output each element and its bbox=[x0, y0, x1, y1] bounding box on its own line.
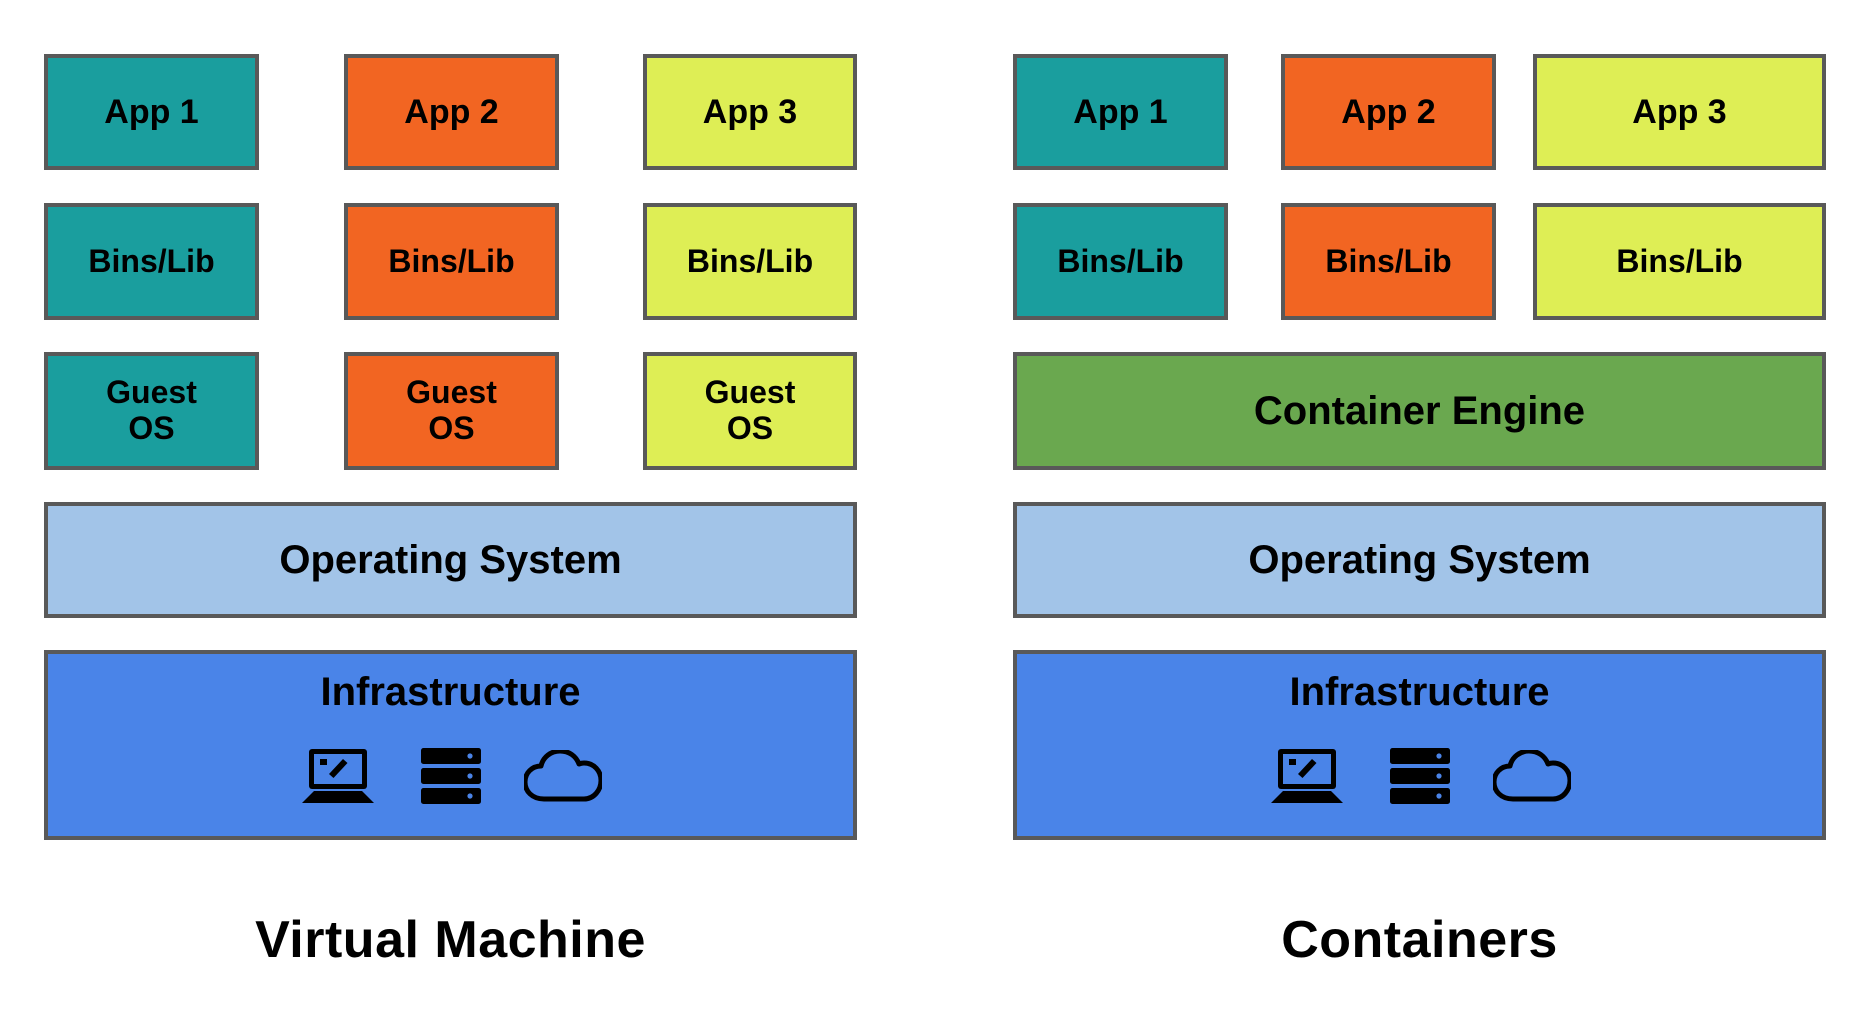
vm-operating-system-box: Operating System bbox=[44, 502, 857, 618]
ct-bins-lib-3-box: Bins/Lib bbox=[1533, 203, 1826, 320]
panel-containers: App 1 App 2 App 3 Bins/Lib Bins/Lib Bins… bbox=[1013, 0, 1826, 1009]
vm-app-3-box: App 3 bbox=[643, 54, 857, 170]
laptop-icon bbox=[1269, 729, 1347, 823]
ct-container-engine-box: Container Engine bbox=[1013, 352, 1826, 470]
ct-operating-system-box: Operating System bbox=[1013, 502, 1826, 618]
ct-bins-lib-1-box: Bins/Lib bbox=[1013, 203, 1228, 320]
vm-guest-os-1-box: Guest OS bbox=[44, 352, 259, 470]
ct-panel-caption: Containers bbox=[1281, 911, 1558, 969]
laptop-icon bbox=[300, 729, 378, 823]
vm-infrastructure-box: Infrastructure bbox=[44, 650, 857, 840]
server-rack-icon bbox=[420, 729, 482, 823]
ct-bins-lib-2-box: Bins/Lib bbox=[1281, 203, 1496, 320]
vm-guest-os-3-box: Guest OS bbox=[643, 352, 857, 470]
server-rack-icon bbox=[1389, 729, 1451, 823]
ct-infrastructure-icons bbox=[1269, 729, 1571, 823]
vm-guest-os-2-box: Guest OS bbox=[344, 352, 559, 470]
ct-app-2-box: App 2 bbox=[1281, 54, 1496, 170]
ct-infrastructure-label: Infrastructure bbox=[1289, 670, 1550, 714]
ct-infrastructure-box: Infrastructure bbox=[1013, 650, 1826, 840]
ct-app-3-box: App 3 bbox=[1533, 54, 1826, 170]
cloud-icon bbox=[1492, 732, 1571, 820]
vm-infrastructure-label: Infrastructure bbox=[320, 670, 581, 714]
vm-bins-lib-3-box: Bins/Lib bbox=[643, 203, 857, 320]
cloud-icon bbox=[523, 732, 602, 820]
vm-infrastructure-icons bbox=[300, 729, 602, 823]
vm-panel-caption: Virtual Machine bbox=[255, 911, 646, 969]
panel-virtual-machine: App 1 App 2 App 3 Bins/Lib Bins/Lib Bins… bbox=[44, 0, 857, 1009]
ct-app-1-box: App 1 bbox=[1013, 54, 1228, 170]
vm-bins-lib-2-box: Bins/Lib bbox=[344, 203, 559, 320]
vm-bins-lib-1-box: Bins/Lib bbox=[44, 203, 259, 320]
vm-app-2-box: App 2 bbox=[344, 54, 559, 170]
vm-app-1-box: App 1 bbox=[44, 54, 259, 170]
